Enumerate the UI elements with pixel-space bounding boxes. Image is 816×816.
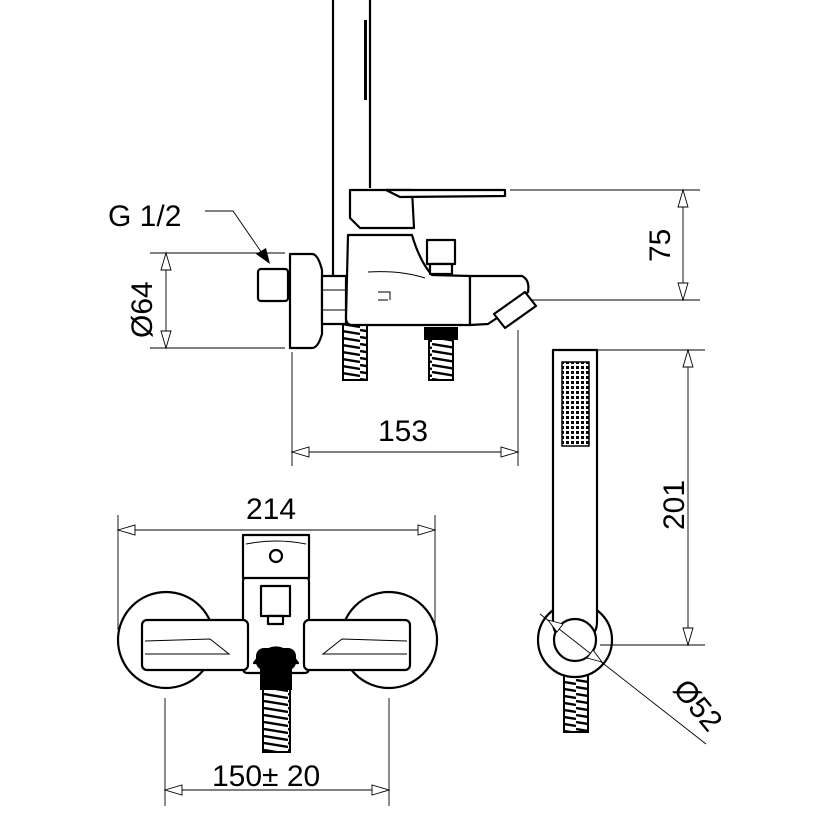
overall-width-label: 214 xyxy=(246,493,296,526)
arm-right xyxy=(302,618,412,672)
front-view: 214 150± 20 xyxy=(116,493,439,806)
diverter-knob xyxy=(425,238,457,266)
arm-left xyxy=(140,618,250,672)
flange-diameter-label: Ø64 xyxy=(126,281,159,338)
bracket-holder xyxy=(552,617,598,663)
inlet-connector xyxy=(256,267,290,303)
hand-shower-length-label: 201 xyxy=(658,480,691,530)
hand-shower-view: 201 Ø52 xyxy=(536,348,729,745)
bracket-diameter-label: Ø52 xyxy=(667,673,729,738)
spout xyxy=(468,274,530,327)
aerator xyxy=(492,290,538,330)
spray-grid xyxy=(561,361,590,447)
center-distance-label: 150± 20 xyxy=(212,760,320,793)
front-hose-nut xyxy=(260,665,292,690)
front-hose xyxy=(262,687,291,753)
wall-flange xyxy=(288,252,324,350)
hex-nut xyxy=(320,274,348,326)
thread-label: G 1/2 xyxy=(108,200,181,233)
lever-plate xyxy=(384,188,507,199)
front-diverter xyxy=(259,584,292,618)
projection-label: 153 xyxy=(378,415,428,448)
supply-hose-center xyxy=(428,337,454,381)
supply-hose-left xyxy=(342,323,368,381)
lever-height-label: 75 xyxy=(644,229,677,262)
side-view: G 1/2 Ø64 75 153 xyxy=(108,0,700,466)
spray-face xyxy=(364,20,367,100)
leader-arrow xyxy=(256,248,270,264)
hose-nut xyxy=(424,327,458,340)
hand-shower-side xyxy=(331,0,372,292)
